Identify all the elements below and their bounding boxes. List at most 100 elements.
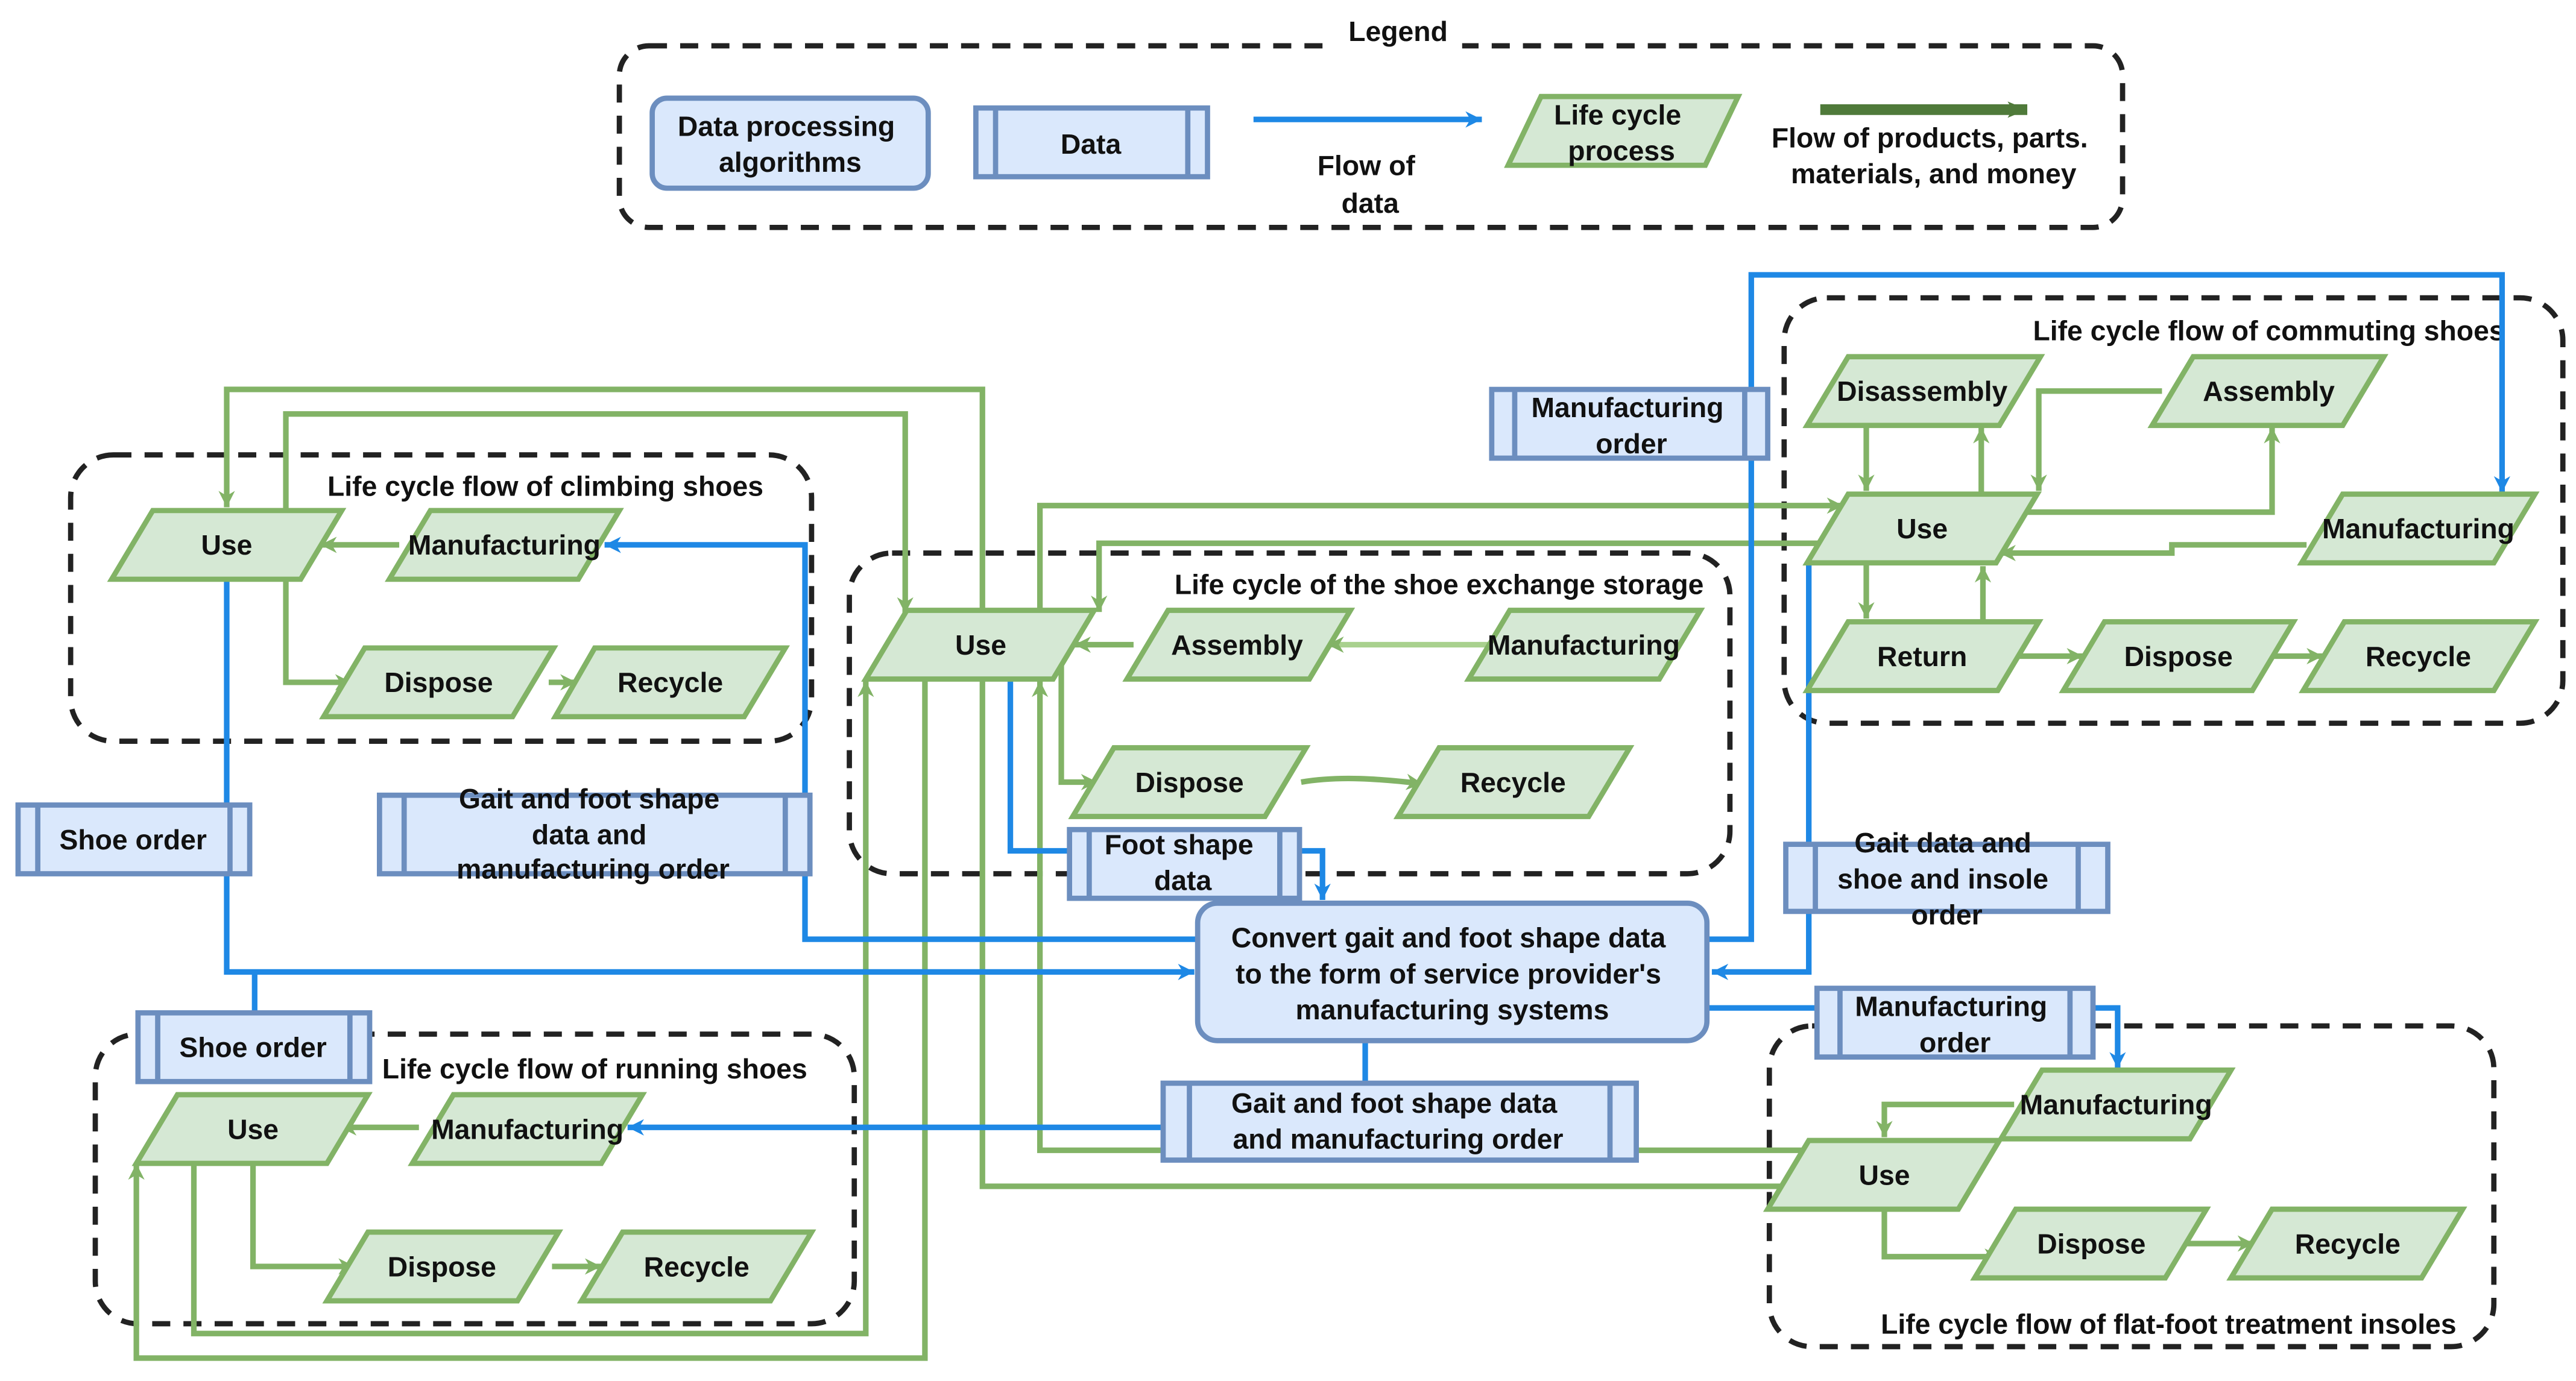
exchange-use-node xyxy=(861,608,1099,682)
data-nodes: Shoe order Gait and foot shape data and … xyxy=(15,386,2110,1163)
climbing-group-title: Life cycle flow of climbing shoes xyxy=(327,471,763,502)
flow-exch-use-to-dispose xyxy=(1058,644,1097,791)
exchange-dispose-label: Dispose xyxy=(1135,767,1243,798)
foot-shape-data-label: Foot shape data xyxy=(1105,829,1261,896)
commuting-return-node xyxy=(1802,619,2044,693)
process-nodes: Use Manufacturing Dispose Recycle Use As… xyxy=(107,354,2540,1304)
exchange-group-title: Life cycle of the shoe exchange storage xyxy=(1175,568,1704,600)
flow-ins-manufacturing-to-use xyxy=(1876,1101,2015,1137)
exchange-dispose-node xyxy=(1068,745,1311,819)
data-exchange-use-to-foot-shape xyxy=(1007,681,1070,854)
data-converter-to-commuting-manufacturing xyxy=(1708,272,2511,942)
insoles-group: Life cycle flow of flat-foot treatment i… xyxy=(1766,1023,2497,1350)
commuting-disassembly-node xyxy=(1802,354,2045,429)
gait-shoe-insole-label: Gait data and shoe and insole order xyxy=(1837,827,2056,930)
commuting-manufacturing-label: Manufacturing xyxy=(2322,513,2514,544)
flow-exchange-to-climbing-use xyxy=(218,386,985,645)
manufacturing-order-right-label: Manufacturing order xyxy=(1855,991,2055,1059)
insoles-use-node xyxy=(1763,1137,2004,1212)
running-group: Life cycle flow of running shoes xyxy=(92,1031,857,1327)
commuting-recycle-label: Recycle xyxy=(2366,641,2471,672)
climbing-dispose-node xyxy=(319,645,558,720)
insoles-manufacturing-label: Manufacturing xyxy=(2020,1089,2212,1121)
exchange-manufacturing-node xyxy=(1464,608,1705,682)
shoe-order-top-label: Shoe order xyxy=(59,824,206,855)
flow-climb-use-to-dispose xyxy=(283,544,352,691)
commuting-use-node xyxy=(1802,491,2042,566)
insoles-dispose-node xyxy=(1970,1206,2211,1281)
legend-data-box xyxy=(973,105,1210,180)
gait-order-bottom-label: Gait and foot shape data and manufacturi… xyxy=(1231,1087,1565,1155)
flow-climbing-to-exchange-use xyxy=(283,411,914,614)
gait-order-left-label: Gait and foot shape data and manufacturi… xyxy=(456,783,730,885)
flow-exchange-to-insoles-use xyxy=(979,677,1807,1195)
converter-node xyxy=(1195,901,1710,1043)
running-use-node xyxy=(131,1092,373,1166)
data-climbing-use-to-converter xyxy=(224,579,1195,980)
exchange-assembly-label: Assembly xyxy=(1171,629,1303,661)
commuting-assembly-node xyxy=(2147,354,2388,429)
flow-run-use-to-dispose xyxy=(250,1163,355,1275)
exchange-manufacturing-label: Manufacturing xyxy=(1488,629,1680,661)
manufacturing-order-top-label: Manufacturing order xyxy=(1531,392,1731,459)
commuting-manufacturing-node xyxy=(2297,491,2540,566)
running-use-label: Use xyxy=(227,1113,279,1145)
shoe-order-bottom-node xyxy=(135,1010,373,1084)
shoe-order-top-node xyxy=(15,802,253,876)
legend-life-cycle-label: Life cycle process xyxy=(1554,99,1689,166)
manufacturing-order-top-node xyxy=(1489,386,1770,461)
shoe-order-bottom-label: Shoe order xyxy=(179,1032,326,1063)
running-recycle-node xyxy=(576,1229,816,1304)
converter-label: Convert gait and foot shape data to the … xyxy=(1231,922,1673,1025)
data-commuting-use-to-converter xyxy=(1711,564,1812,980)
climbing-recycle-label: Recycle xyxy=(617,667,723,698)
flow-running-to-exchange-use xyxy=(191,681,874,1336)
commuting-disassembly-label: Disassembly xyxy=(1837,376,2007,407)
climbing-dispose-label: Dispose xyxy=(384,667,493,698)
running-manufacturing-node xyxy=(408,1092,647,1166)
product-flows xyxy=(128,386,2323,1361)
commuting-group-title: Life cycle flow of commuting shoes xyxy=(2033,315,2504,347)
exchange-assembly-node xyxy=(1122,608,1356,682)
exchange-use-label: Use xyxy=(955,629,1006,661)
legend-product-flow-label: Flow of products, parts. materials, and … xyxy=(1772,122,2096,189)
climbing-group: Life cycle flow of climbing shoes xyxy=(68,452,815,744)
commuting-dispose-node xyxy=(2059,619,2299,693)
insoles-recycle-label: Recycle xyxy=(2295,1228,2401,1259)
exchange-recycle-label: Recycle xyxy=(1460,767,1566,798)
insoles-manufacturing-node xyxy=(1996,1067,2236,1142)
gait-shoe-insole-node xyxy=(1783,841,2110,914)
exchange-recycle-node xyxy=(1393,745,1635,819)
legend-life-cycle-shape xyxy=(1504,93,1743,168)
commuting-group: Life cycle flow of commuting shoes xyxy=(1781,295,2566,726)
running-recycle-label: Recycle xyxy=(644,1251,750,1282)
running-manufacturing-label: Manufacturing xyxy=(431,1113,623,1145)
flow-comm-assembly-to-use xyxy=(2030,388,2162,491)
insoles-dispose-label: Dispose xyxy=(2037,1228,2145,1259)
flow-comm-use-to-assembly xyxy=(2015,427,2281,515)
gait-order-left-node xyxy=(376,792,813,876)
climbing-manufacturing-node xyxy=(385,508,624,582)
running-dispose-node xyxy=(322,1229,563,1304)
legend-data-label: Data xyxy=(1061,128,1122,160)
climbing-use-label: Use xyxy=(201,529,253,561)
data-flows xyxy=(224,272,2511,1136)
commuting-return-label: Return xyxy=(1877,641,1967,672)
flow-exchange-to-commuting-use xyxy=(1037,497,1843,612)
data-foot-shape-to-converter xyxy=(1299,848,1331,900)
climbing-recycle-node xyxy=(551,645,790,720)
insoles-recycle-node xyxy=(2226,1206,2467,1281)
flow-commuting-to-exchange-use xyxy=(1091,540,1827,612)
commuting-dispose-label: Dispose xyxy=(2124,641,2233,672)
running-dispose-label: Dispose xyxy=(388,1251,496,1282)
foot-shape-data-node xyxy=(1067,826,1302,901)
commuting-assembly-label: Assembly xyxy=(2203,376,2335,407)
legend-data-processing-label: Data processing algorithms xyxy=(678,110,903,178)
climbing-use-node xyxy=(107,508,347,582)
commuting-recycle-node xyxy=(2299,619,2540,693)
flow-comm-manufacturing-to-use xyxy=(1999,542,2307,562)
data-insoles-order-to-manufacturing xyxy=(2093,1005,2126,1069)
legend-data-flow-label: Flow of data xyxy=(1318,150,1423,219)
data-converter-to-climbing-manufacturing xyxy=(604,536,1198,942)
